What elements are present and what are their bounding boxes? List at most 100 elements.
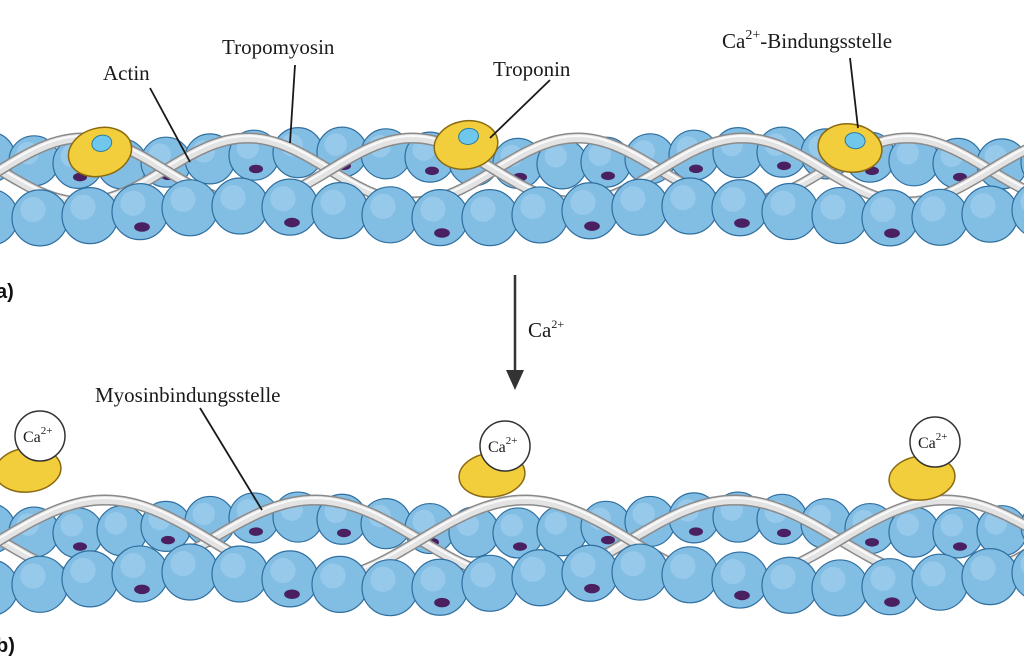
troponin-calcium-complex: Ca2+ bbox=[458, 420, 531, 498]
calcium-ion-label-superscript: 2+ bbox=[41, 425, 53, 437]
panel-b-back-monomer bbox=[888, 506, 940, 558]
actin-highlight bbox=[420, 566, 446, 592]
troponin-complex bbox=[817, 123, 883, 173]
arrow-calcium-label: Ca2+ bbox=[528, 317, 564, 342]
actin-highlight bbox=[220, 185, 246, 211]
myosin-binding-site bbox=[134, 584, 150, 595]
actin-highlight bbox=[324, 133, 347, 156]
myosin-binding-site bbox=[161, 535, 175, 545]
myosin-binding-site bbox=[337, 528, 351, 538]
actin-highlight bbox=[670, 185, 696, 211]
actin-highlight bbox=[544, 511, 567, 535]
myosin-binding-site bbox=[734, 590, 750, 601]
myosin-binding-site-label: Myosinbindungsstelle bbox=[95, 383, 281, 407]
troponin-complex bbox=[67, 126, 133, 178]
calcium-ion-label-base: Ca bbox=[488, 439, 506, 456]
actin-highlight bbox=[570, 552, 596, 578]
tropomyosin-leader-line bbox=[289, 64, 296, 144]
ca-binding-site-label-base: Ca bbox=[722, 29, 746, 53]
myosin-binding-site bbox=[249, 164, 263, 174]
actin-highlight bbox=[820, 566, 846, 593]
panel-a-troponin-complexes bbox=[67, 119, 883, 178]
actin-highlight bbox=[270, 557, 296, 584]
panel-a-front-monomer bbox=[711, 179, 769, 237]
myosin-binding-site bbox=[513, 542, 527, 551]
panel-b-front-monomer bbox=[511, 549, 569, 607]
actin-highlight bbox=[870, 565, 896, 591]
myosin-binding-site bbox=[425, 166, 439, 176]
panel-b-front-monomer bbox=[211, 545, 269, 603]
myosin-binding-site bbox=[249, 527, 263, 536]
panel-b-front-monomer bbox=[911, 553, 969, 611]
panel-b-front-monomer bbox=[161, 543, 219, 601]
actin-highlight bbox=[720, 559, 746, 585]
panel-b-front-monomer bbox=[11, 555, 69, 613]
panel-b-troponin-calcium-complexes: Ca2+Ca2+Ca2+ bbox=[0, 410, 961, 501]
actin-highlight bbox=[570, 189, 596, 215]
actin-highlight bbox=[320, 563, 346, 589]
panel-b-front-monomer bbox=[361, 559, 419, 617]
panel-b-label: b) bbox=[0, 635, 15, 657]
panel-b-front-monomer bbox=[461, 554, 519, 612]
troponin-complex bbox=[433, 119, 499, 171]
actin-highlight bbox=[520, 193, 546, 220]
panel-a-front-monomer bbox=[611, 178, 669, 236]
panel-a-front-monomer bbox=[911, 188, 969, 246]
panel-a-front-monomer bbox=[511, 186, 569, 244]
panel-a-front-monomer bbox=[111, 183, 169, 241]
panel-b-front-monomer bbox=[861, 558, 919, 616]
troponin-label: Troponin bbox=[493, 57, 571, 81]
myosin-binding-site bbox=[284, 589, 300, 600]
actin-highlight bbox=[920, 196, 946, 222]
actin-highlight bbox=[820, 194, 846, 220]
actin-highlight bbox=[104, 511, 127, 535]
actin-highlight bbox=[370, 193, 396, 220]
panel-a-front-monomer bbox=[661, 177, 719, 235]
calcium-ion bbox=[14, 410, 66, 462]
actin-highlight bbox=[192, 502, 215, 526]
panel-b-back-monomer bbox=[932, 507, 984, 559]
myosin-binding-site bbox=[734, 218, 750, 228]
panel-b-front-actin-row bbox=[0, 543, 1024, 617]
actin-highlight bbox=[170, 186, 196, 213]
actin-highlight bbox=[220, 552, 246, 579]
tropomyosin-strand-highlight bbox=[0, 496, 1024, 580]
panel-a-front-monomer bbox=[811, 186, 869, 245]
myosin-binding-site bbox=[689, 164, 703, 174]
actin-highlight bbox=[544, 145, 567, 168]
panel-b-front-monomer bbox=[811, 559, 869, 617]
panel-a-front-monomer bbox=[261, 178, 319, 236]
panel-b-front-monomer bbox=[761, 556, 819, 614]
leader-lines bbox=[149, 57, 859, 511]
ca-binding-site bbox=[458, 127, 479, 145]
myosin-binding-site bbox=[865, 538, 879, 547]
actin-highlight bbox=[20, 563, 46, 589]
tropomyosin-strand bbox=[0, 495, 1024, 585]
panel-b-front-monomer bbox=[611, 543, 669, 601]
myosin-binding-site bbox=[884, 228, 900, 239]
myosin-binding-site bbox=[953, 542, 967, 551]
myosin-binding-site bbox=[434, 597, 450, 608]
panel-a-front-monomer bbox=[1011, 186, 1024, 234]
calcium-ion-label-superscript: 2+ bbox=[506, 435, 518, 447]
panel-b-back-monomer bbox=[492, 507, 544, 559]
actin-highlight bbox=[620, 186, 646, 212]
panel-a-front-monomer bbox=[61, 187, 119, 245]
actin-highlight bbox=[70, 194, 96, 220]
ca-binding-site-label: Ca2+-Bindungsstelle bbox=[722, 28, 892, 53]
troponin-calcium-complex: Ca2+ bbox=[888, 416, 961, 501]
panel-b-back-monomer bbox=[52, 507, 104, 559]
actin-highlight bbox=[270, 186, 296, 212]
calcium-ion-label-base: Ca bbox=[918, 435, 936, 452]
panel-a-front-monomer bbox=[11, 189, 69, 247]
arrow-calcium-label-base: Ca bbox=[528, 318, 552, 342]
actin-label: Actin bbox=[103, 61, 150, 85]
panel-a-front-monomer bbox=[461, 189, 519, 247]
panel-a-front-actin-row bbox=[0, 177, 1024, 247]
myosin-binding-site bbox=[434, 228, 450, 238]
myosin-binding-site bbox=[73, 542, 87, 551]
actin-highlight bbox=[970, 555, 996, 581]
panel-a-front-monomer bbox=[211, 177, 269, 235]
actin-highlight bbox=[412, 509, 435, 533]
